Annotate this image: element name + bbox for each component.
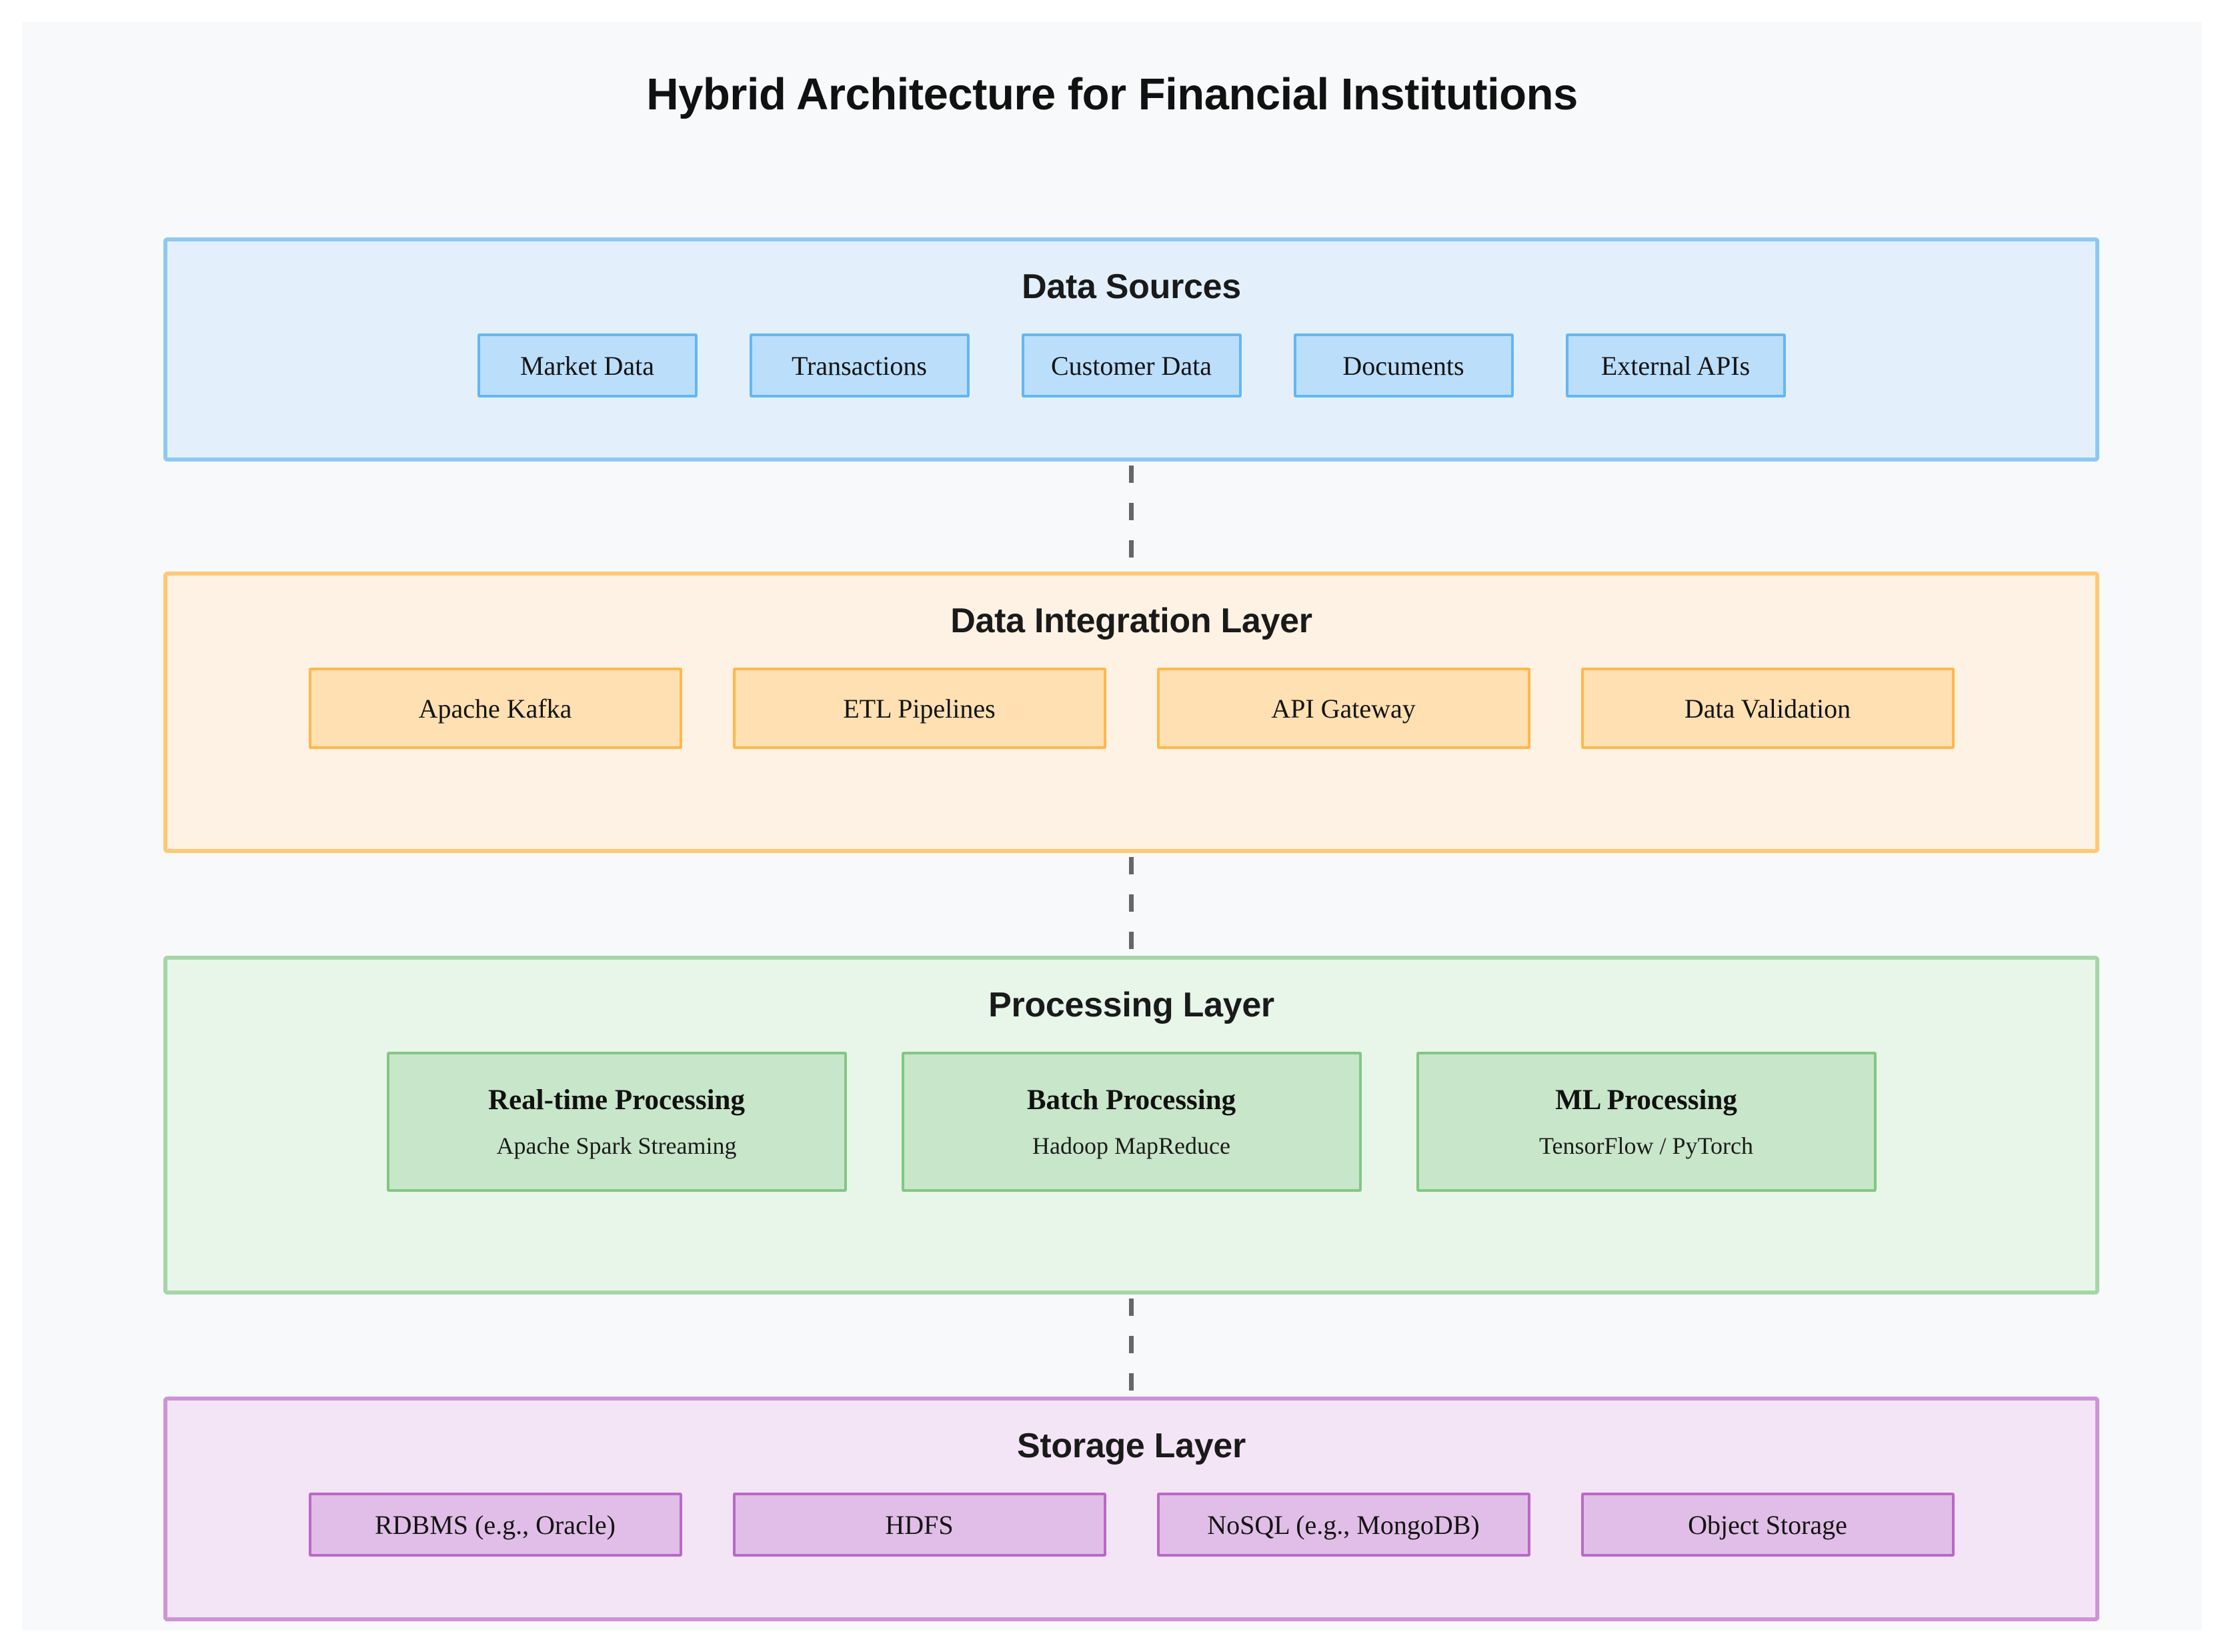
node-object-storage[interactable]: Object Storage: [1580, 1493, 1955, 1557]
page-title: Hybrid Architecture for Financial Instit…: [646, 69, 1578, 119]
node-hdfs[interactable]: HDFS: [732, 1493, 1106, 1557]
node-nosql[interactable]: NoSQL (e.g., MongoDB): [1156, 1493, 1530, 1557]
node-label: ML Processing: [1555, 1084, 1737, 1116]
node-label: API Gateway: [1271, 693, 1416, 724]
node-api-gateway[interactable]: API Gateway: [1156, 668, 1530, 749]
node-label: RDBMS (e.g., Oracle): [374, 1509, 616, 1540]
node-label: Object Storage: [1688, 1509, 1847, 1540]
node-label: ETL Pipelines: [843, 693, 996, 724]
node-data-validation[interactable]: Data Validation: [1580, 668, 1955, 749]
layer-processing: Processing Layer Real-time Processing Ap…: [163, 956, 2099, 1295]
layer-storage: Storage Layer RDBMS (e.g., Oracle) HDFS …: [163, 1397, 2099, 1621]
node-transactions[interactable]: Transactions: [749, 333, 970, 397]
node-market-data[interactable]: Market Data: [477, 333, 698, 397]
node-external-apis[interactable]: External APIs: [1565, 333, 1786, 397]
layer-title-data-integration: Data Integration Layer: [950, 602, 1312, 640]
diagram-canvas: Hybrid Architecture for Financial Instit…: [22, 22, 2202, 1630]
dashed-connector-icon-sources-to-integration: [1129, 466, 1134, 568]
node-sublabel: TensorFlow / PyTorch: [1539, 1132, 1753, 1159]
node-sublabel: Apache Spark Streaming: [496, 1132, 737, 1159]
node-real-time-processing[interactable]: Real-time Processing Apache Spark Stream…: [386, 1052, 847, 1192]
node-ml-processing[interactable]: ML Processing TensorFlow / PyTorch: [1416, 1052, 1877, 1192]
node-label: Data Validation: [1684, 693, 1851, 724]
node-row-storage: RDBMS (e.g., Oracle) HDFS NoSQL (e.g., M…: [167, 1493, 2095, 1557]
dashed-connector-icon-integration-to-processing: [1129, 857, 1134, 952]
node-row-processing: Real-time Processing Apache Spark Stream…: [167, 1052, 2095, 1192]
layer-title-processing: Processing Layer: [988, 986, 1274, 1024]
node-rdbms[interactable]: RDBMS (e.g., Oracle): [308, 1493, 682, 1557]
node-etl-pipelines[interactable]: ETL Pipelines: [732, 668, 1106, 749]
layer-data-sources: Data Sources Market Data Transactions Cu…: [163, 237, 2099, 462]
dashed-connector-icon-processing-to-storage: [1129, 1299, 1134, 1393]
node-label: Apache Kafka: [418, 693, 572, 724]
layer-title-data-sources: Data Sources: [1022, 267, 1241, 306]
node-documents[interactable]: Documents: [1293, 333, 1514, 397]
node-label: Documents: [1342, 350, 1464, 381]
node-row-data-integration: Apache Kafka ETL Pipelines API Gateway D…: [167, 668, 2095, 749]
node-row-data-sources: Market Data Transactions Customer Data D…: [167, 333, 2095, 397]
node-label: External APIs: [1600, 350, 1751, 381]
node-label: Customer Data: [1050, 350, 1212, 381]
layer-title-storage: Storage Layer: [1017, 1427, 1246, 1465]
layer-data-integration: Data Integration Layer Apache Kafka ETL …: [163, 572, 2099, 853]
node-customer-data[interactable]: Customer Data: [1021, 333, 1242, 397]
node-label: HDFS: [885, 1509, 954, 1540]
node-sublabel: Hadoop MapReduce: [1032, 1132, 1230, 1159]
node-label: Batch Processing: [1026, 1084, 1236, 1116]
node-label: Transactions: [792, 350, 927, 381]
node-apache-kafka[interactable]: Apache Kafka: [308, 668, 682, 749]
node-label: Market Data: [519, 350, 654, 381]
node-batch-processing[interactable]: Batch Processing Hadoop MapReduce: [901, 1052, 1362, 1192]
node-label: NoSQL (e.g., MongoDB): [1207, 1509, 1480, 1540]
node-label: Real-time Processing: [488, 1084, 745, 1116]
